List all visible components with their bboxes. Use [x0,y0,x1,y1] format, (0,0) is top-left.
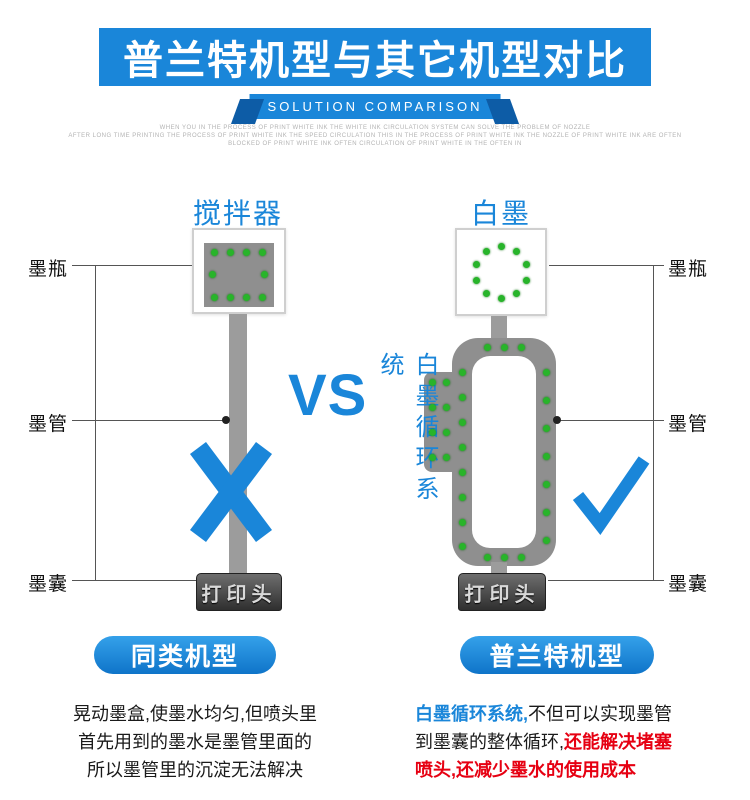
model-button-right[interactable]: 普兰特机型 [460,636,654,674]
connector-line [653,265,654,581]
ink-dot [210,293,218,301]
ink-dot [542,508,550,516]
fine-print: WHEN YOU IN THE PROCESS OF PRINT WHITE I… [0,124,750,148]
ink-dot [542,480,550,488]
ink-dot [482,289,490,297]
ink-dot [542,368,550,376]
connector-dot [553,416,561,424]
ink-bottle-right [455,228,547,316]
subtitle-ribbon: SOLUTION COMPARISON [249,94,501,119]
ink-dot [258,248,266,256]
circulation-inner [472,356,536,548]
connector-line [558,420,664,421]
ink-dot [458,542,466,550]
ink-dot [542,424,550,432]
ink-dot [210,248,218,256]
printhead-label: 打印头 [464,583,540,606]
ink-dot [512,289,520,297]
ink-dot [242,293,250,301]
printhead-left: 打印头 [196,573,282,611]
ink-dot [226,293,234,301]
ink-dot [482,247,490,255]
ink-dot [458,443,466,451]
connector-bottom [491,562,507,574]
fine-print-line: WHEN YOU IN THE PROCESS OF PRINT WHITE I… [159,125,591,131]
ink-dot [542,452,550,460]
side-label-tube-left: 墨管 [28,414,69,435]
vs-label: VS [288,363,368,428]
ink-dot [483,343,491,351]
description-left: 晃动墨盒,使墨水均匀,但喷头里 首先用到的墨水是墨管里面的 所以墨管里的沉淀无法… [35,700,355,784]
connector-line [72,265,192,266]
check-icon [572,456,650,535]
ink-dot [242,248,250,256]
connector-top [491,316,507,340]
subtitle-text: SOLUTION COMPARISON [267,99,483,114]
printhead-right: 打印头 [458,573,546,611]
ink-dot [458,518,466,526]
connector-line [95,265,96,581]
ink-dot [428,428,436,436]
ink-dot [458,493,466,501]
title-banner: 普兰特机型与其它机型对比 [99,28,651,86]
ink-dot [258,293,266,301]
ink-dot [458,468,466,476]
ink-dot [517,553,525,561]
ink-dot [497,242,505,250]
ink-dot [442,378,450,386]
description-line: 所以墨管里的沉淀无法解决 [87,760,303,780]
ink-dot [542,536,550,544]
printhead-label: 打印头 [201,583,277,606]
side-label-sac-right: 墨囊 [668,574,709,595]
ink-dot [428,403,436,411]
ink-dot [458,368,466,376]
connector-line [72,420,224,421]
ink-dot [458,418,466,426]
description-line: 晃动墨盒,使墨水均匀,但喷头里 [72,704,317,724]
ink-dot [472,276,480,284]
ink-dot [512,247,520,255]
ink-dot [428,378,436,386]
stirrer-label: 搅拌器 [192,198,283,229]
ink-dot [500,343,508,351]
ink-dot [483,553,491,561]
ink-dot [428,453,436,461]
ink-dot [522,276,530,284]
fine-print-line: BLOCKED OF PRINT WHITE INK OFTEN CIRCULA… [228,141,522,147]
ink-dot [497,294,505,302]
model-button-left[interactable]: 同类机型 [94,636,276,674]
ink-dot [517,343,525,351]
x-mark-icon [190,442,272,542]
description-line: 首先用到的墨水是墨管里面的 [78,732,312,752]
side-label-bottle-left: 墨瓶 [28,259,69,280]
white-ink-label: 白墨 [470,198,531,229]
side-label-bottle-right: 墨瓶 [668,259,709,280]
description-right: 白墨循环系统,不但可以实现墨管到墨囊的整体循环,还能解决堵塞喷头,还减少墨水的使… [415,700,681,784]
ink-dot [522,260,530,268]
connector-dot [222,416,230,424]
description-segment: 还能解决堵塞喷头,还减少墨水的使用成本 [415,732,673,780]
fine-print-line: AFTER LONG TIME PRINTING THE PROCESS OF … [68,133,682,139]
ink-dot [208,270,216,278]
ink-dot [442,453,450,461]
model-button-right-label: 普兰特机型 [489,643,625,671]
ink-dot [442,428,450,436]
ink-dot [472,260,480,268]
description-segment: 不但可以实现墨管到墨囊的整体循环, [415,704,673,752]
ink-dot [260,270,268,278]
connector-line [72,580,196,581]
connector-line [548,580,664,581]
ink-dot [458,393,466,401]
description-segment: 白墨循环系统, [415,704,529,724]
ink-dot [542,396,550,404]
side-label-sac-left: 墨囊 [28,574,69,595]
ink-dot [226,248,234,256]
connector-line [549,265,664,266]
ink-dot [500,553,508,561]
ink-dot [442,403,450,411]
model-button-left-label: 同类机型 [130,643,239,671]
side-label-tube-right: 墨管 [668,414,709,435]
page-title: 普兰特机型与其它机型对比 [123,39,627,83]
